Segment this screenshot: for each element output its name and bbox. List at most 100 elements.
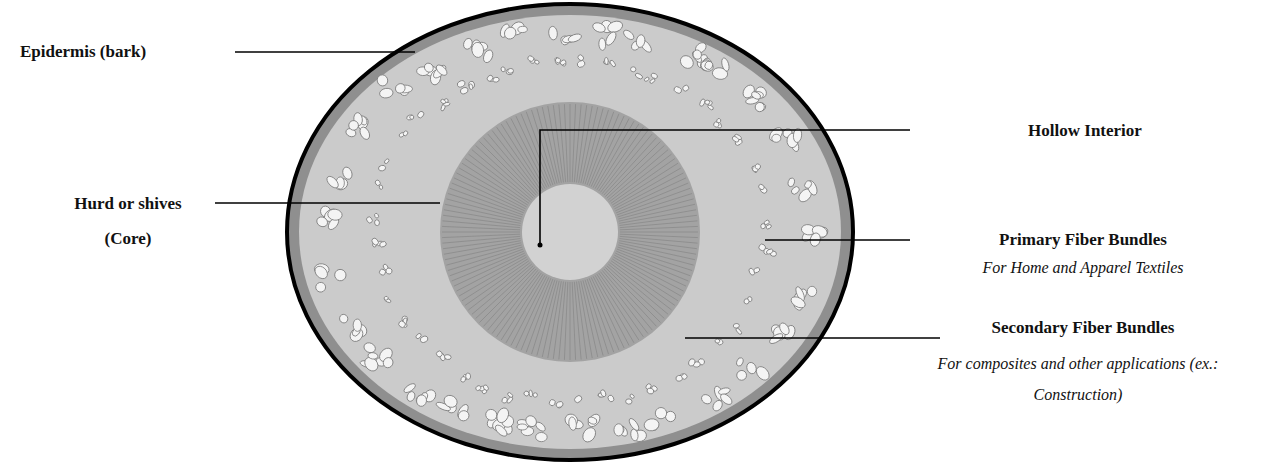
fiber-cell [379, 87, 394, 98]
fiber-cell [607, 394, 615, 403]
fiber-cell [629, 393, 635, 399]
part-label: Secondary Fiber Bundles [963, 317, 1203, 339]
fiber-cell [598, 38, 606, 51]
fiber-bundles [313, 19, 830, 444]
core-ray [450, 249, 523, 276]
core-ray [619, 241, 696, 255]
part-label: Hollow Interior [995, 120, 1175, 142]
fiber-cell [431, 63, 448, 80]
fiber-cell [353, 319, 362, 332]
core-ray [446, 199, 521, 219]
fiber-cell [378, 165, 386, 172]
fiber-cell [435, 350, 443, 358]
core-ray [542, 107, 559, 183]
core-ray [456, 173, 525, 209]
core-ray [613, 168, 681, 207]
fiber-cell [720, 57, 730, 72]
fiber-cell [604, 57, 608, 64]
core-ray [600, 272, 647, 334]
hollow-interior [522, 184, 618, 280]
fiber-cell [705, 100, 710, 104]
core-ray [468, 262, 530, 309]
fiber-cell [803, 179, 813, 189]
core-ray [572, 282, 575, 360]
fiber-cell [415, 333, 422, 340]
fiber-cell [622, 28, 636, 41]
fiber-cell [758, 243, 767, 252]
leader-line [765, 239, 910, 241]
fiber-cell [382, 356, 395, 370]
fiber-cell [568, 416, 577, 430]
fiber-cell [471, 42, 484, 58]
fiber-cell [475, 385, 482, 392]
core-ray [521, 278, 551, 350]
core-ray [595, 275, 634, 343]
core-ray [618, 245, 693, 265]
core-ray [570, 104, 571, 182]
fiber-cell [699, 59, 715, 73]
core-ray [618, 199, 693, 219]
fiber-cell [703, 60, 714, 71]
core-ray [599, 273, 644, 337]
core-ray [583, 108, 603, 183]
fiber-cell [767, 125, 785, 143]
fiber-cell [374, 219, 380, 225]
fiber-cell [442, 393, 459, 410]
fiber-cell [587, 416, 598, 425]
fiber-cell [325, 174, 340, 190]
fiber-cell [745, 361, 758, 375]
fiber-cell [384, 158, 390, 164]
fiber-cell [614, 424, 624, 436]
core-ray [581, 281, 598, 357]
fiber-cell [673, 85, 683, 94]
fiber-cell [634, 72, 643, 80]
fiber-cell [493, 423, 508, 438]
fiber-cell [423, 61, 435, 74]
core-ray [445, 243, 521, 260]
core-ray [446, 245, 521, 265]
fiber-cell [457, 409, 471, 422]
part-label: Epidermis (bark) [20, 41, 230, 63]
fiber-cell [635, 34, 645, 48]
fiber-cell [527, 55, 535, 63]
core-ray [617, 188, 690, 215]
leader-line [540, 130, 910, 245]
fiber-cell [379, 241, 387, 248]
fiber-cell [576, 59, 586, 68]
fiber-cell [374, 213, 379, 219]
fiber-cell [402, 130, 408, 137]
fiber-cell [385, 267, 393, 275]
fiber-cell [555, 401, 564, 409]
fiber-cell [481, 389, 487, 395]
fiber-cell [735, 327, 743, 335]
fiber-cell [416, 110, 425, 119]
fiber-cell [580, 425, 598, 444]
core-ray [615, 178, 686, 211]
epidermis-band [287, 4, 853, 460]
fiber-cell [507, 392, 514, 398]
fiber-cell [524, 414, 539, 429]
core-ray [516, 116, 549, 187]
fiber-cell [760, 223, 766, 229]
leader-dot [538, 243, 543, 248]
fiber-cell [644, 77, 650, 83]
fiber-cell [535, 432, 547, 442]
fiber-cell [460, 87, 469, 95]
fiber-cell [394, 82, 408, 95]
core-ray [597, 274, 639, 340]
fiber-cell [397, 320, 406, 329]
core-ray [616, 251, 688, 281]
core-ray [459, 257, 527, 296]
fiber-cell [713, 121, 720, 128]
fiber-cell [315, 281, 327, 293]
core-ray [564, 104, 567, 182]
core-ray [465, 261, 529, 306]
fiber-cell [555, 57, 562, 64]
fiber-cell [681, 373, 689, 381]
fiber-cell [692, 49, 702, 60]
fiber-cell [517, 424, 528, 430]
core-ray [444, 210, 521, 224]
hurd-core [440, 102, 700, 362]
core-ray [593, 118, 629, 187]
fiber-cell [368, 352, 379, 360]
